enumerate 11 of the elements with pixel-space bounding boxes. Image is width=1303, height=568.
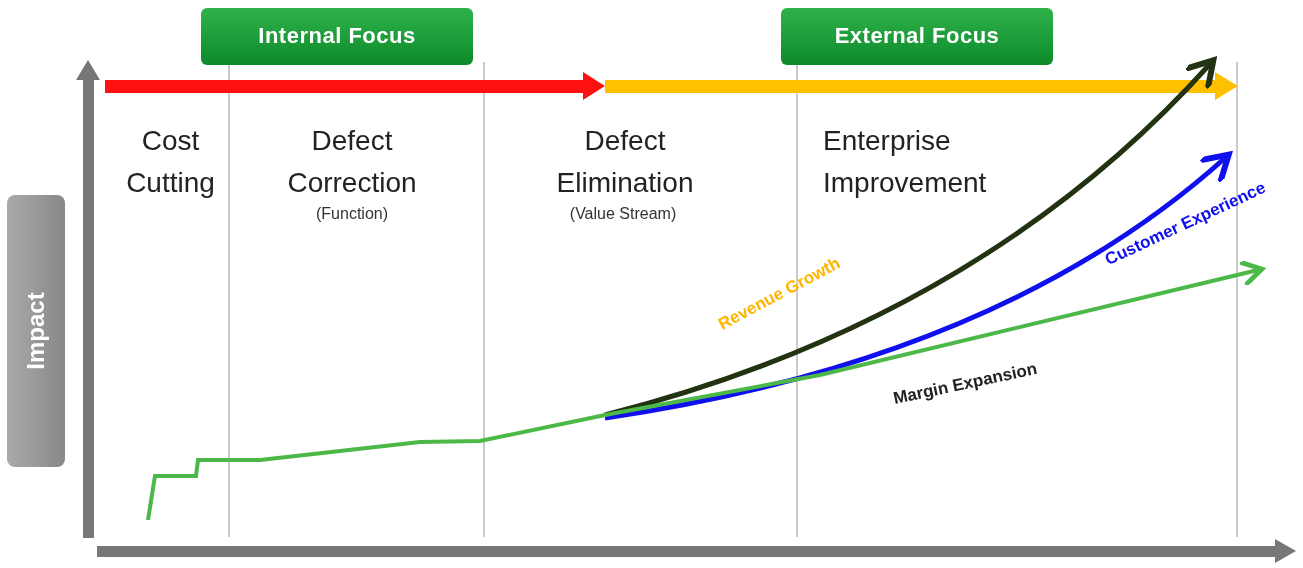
axis-label-panel (7, 195, 65, 467)
phase-title: Cost Cutting (125, 124, 216, 200)
phase-title: Defect Correction (286, 124, 418, 200)
phase-title: Enterprise Improvement (823, 124, 988, 200)
axis-title: Impact (22, 292, 50, 370)
phase-title: Defect Elimination (555, 124, 695, 200)
focus-badge: Internal Focus (201, 8, 473, 65)
phase-subtitle: (Function) (315, 205, 389, 223)
curve-label: Margin Expansion (891, 359, 1039, 409)
focus-badge: External Focus (781, 8, 1053, 65)
phase-subtitle: (Value Stream) (568, 205, 678, 223)
